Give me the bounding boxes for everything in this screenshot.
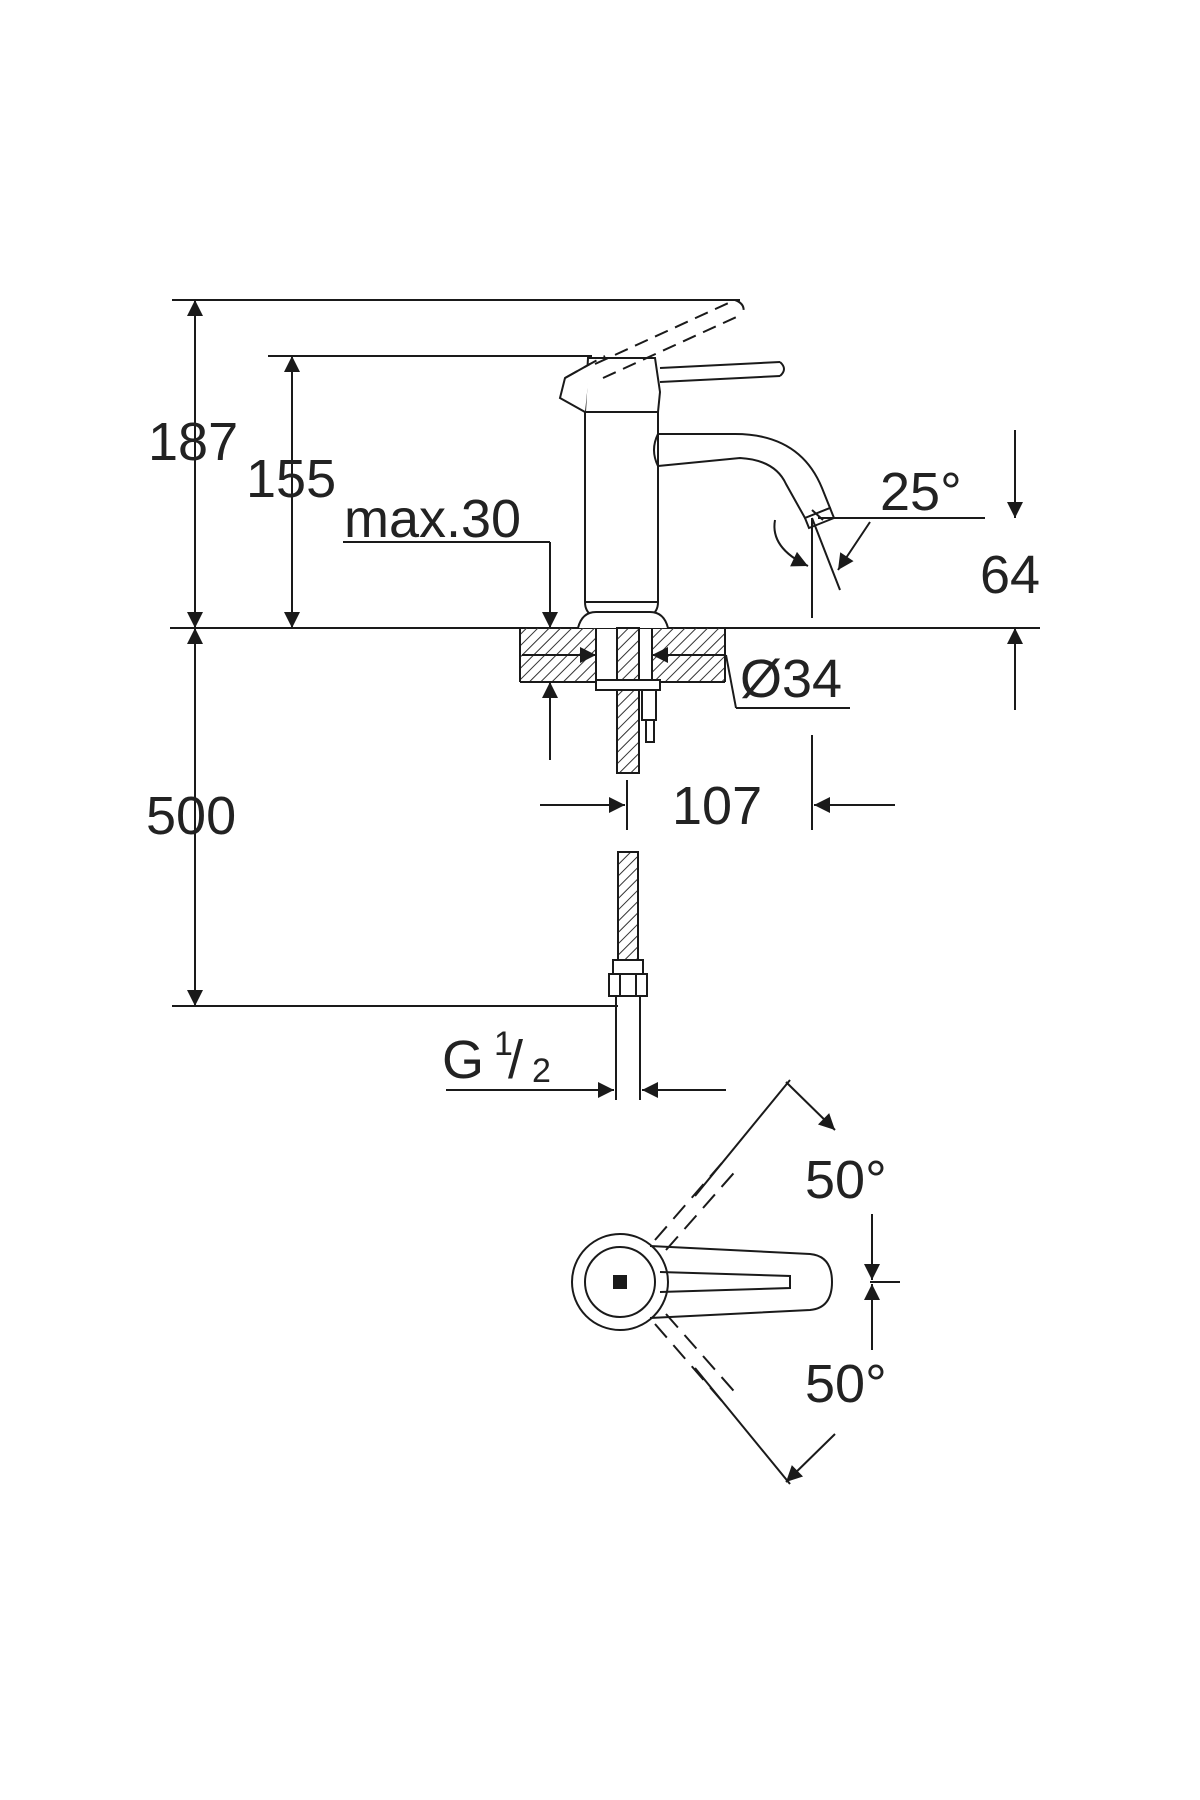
svg-text:1: 1 (494, 1025, 513, 1063)
dimension-labels: 187 155 max.30 25° 64 Ø34 107 500 G 1 / … (146, 412, 1040, 1414)
lever-top-view (571, 1233, 834, 1331)
dim-spout-height: 155 (246, 449, 336, 509)
dim-lever-rotation-down: 50° (805, 1354, 887, 1414)
side-view (170, 299, 1040, 1100)
top-view (571, 1079, 900, 1485)
dimension-lines (172, 299, 1023, 1098)
dim-lever-rotation-up: 50° (805, 1150, 887, 1210)
dim-thread-size: G 1 / 2 (442, 1025, 551, 1090)
dim-spout-reach: 107 (672, 776, 762, 836)
flex-hose-upper (595, 627, 661, 774)
svg-text:2: 2 (532, 1052, 551, 1090)
dim-hole-diameter: Ø34 (740, 649, 842, 709)
lever (558, 357, 785, 413)
dim-overall-height: 187 (148, 412, 238, 472)
swing-dimension-lines (694, 1079, 900, 1485)
svg-text:G: G (442, 1030, 484, 1090)
dim-hose-length: 500 (146, 786, 236, 846)
svg-text:/: / (508, 1030, 523, 1090)
dim-spout-clearance: 64 (980, 545, 1040, 605)
dim-max-deck-thickness: max.30 (344, 489, 521, 549)
spout (653, 433, 836, 530)
dim-spout-angle: 25° (880, 462, 962, 522)
flex-hose-lower (608, 851, 648, 1100)
